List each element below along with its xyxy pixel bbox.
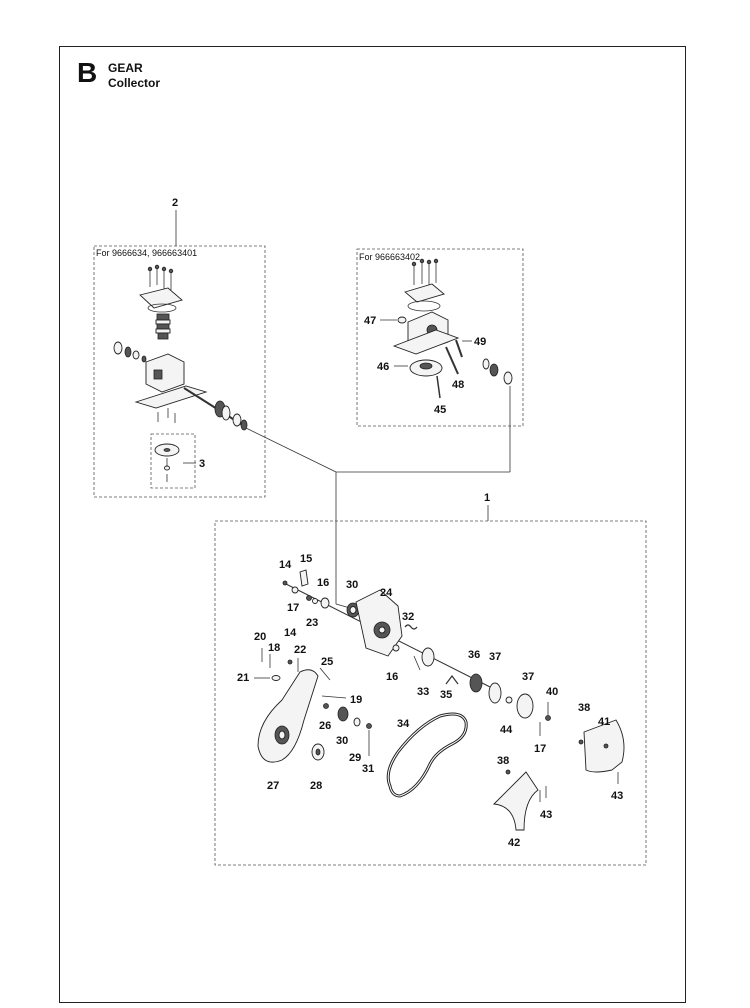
callout-16a: 16 (317, 577, 329, 589)
callout-14a: 14 (279, 559, 292, 571)
callout-17b: 17 (534, 743, 546, 755)
callout-25: 25 (321, 656, 333, 668)
callout-19: 19 (350, 694, 362, 706)
connector-lines (245, 386, 511, 609)
callout-20: 20 (254, 631, 266, 643)
group-1-box (214, 520, 647, 866)
section-title: GEAR (108, 61, 143, 75)
alt-group-box (356, 248, 524, 427)
group-2-note: For 9666634, 966663401 (96, 248, 197, 258)
callout-14b: 14 (284, 627, 297, 639)
group-2-box (93, 245, 266, 498)
callout-35: 35 (440, 689, 452, 701)
page-frame (59, 46, 686, 1003)
part-47-seal-icon (397, 316, 407, 324)
callout-15: 15 (300, 553, 312, 565)
part-27-tension-arm-icon (257, 669, 319, 763)
callout-30a: 30 (346, 579, 358, 591)
callout-48: 48 (452, 379, 464, 391)
part-36-gear-icon (469, 673, 483, 693)
group-3-label: 3 (199, 458, 205, 470)
part-30b-bearing-icon (337, 706, 349, 722)
alt-gear-assembly: For 966663402 47 49 46 48 45 (356, 248, 524, 427)
callout-33: 33 (417, 686, 429, 698)
callout-32: 32 (402, 611, 414, 623)
alt-cover-screws-icon (411, 258, 439, 286)
alt-mounting-plate-icon (392, 329, 460, 355)
gear-cover-icon (139, 287, 183, 309)
callout-27: 27 (267, 780, 279, 792)
alt-group-note: For 966663402 (359, 252, 420, 262)
callout-30b: 30 (336, 735, 348, 747)
callout-49: 49 (474, 336, 486, 348)
callout-22: 22 (294, 644, 306, 656)
callout-41: 41 (598, 716, 610, 728)
group-2-label: 2 (172, 197, 178, 209)
part-37b-disk-icon (516, 693, 534, 719)
callout-24: 24 (380, 587, 393, 599)
callout-43b: 43 (540, 809, 552, 821)
part-42-belt-guard-icon (493, 771, 539, 831)
cover-screws-icon (147, 264, 174, 290)
callout-18: 18 (268, 642, 280, 654)
callout-42: 42 (508, 837, 520, 849)
callout-44: 44 (500, 724, 513, 736)
callout-36: 36 (468, 649, 480, 661)
callout-29: 29 (349, 752, 361, 764)
part-35-clip-icon (445, 675, 459, 685)
group-1-drive-assembly: 1 14 15 17 23 16 30 24 32 16 33 35 (214, 492, 647, 866)
callout-45: 45 (434, 404, 446, 416)
callout-38a: 38 (578, 702, 590, 714)
callout-40: 40 (546, 686, 558, 698)
section-subtitle: Collector (108, 76, 161, 90)
group-3-box (150, 433, 196, 489)
callout-43a: 43 (611, 790, 623, 802)
callout-23: 23 (306, 617, 318, 629)
mounting-plate-icon (134, 385, 208, 409)
output-gear-icon (214, 400, 248, 431)
callout-21: 21 (237, 672, 249, 684)
gear-housing-icon (145, 353, 185, 393)
left-bearings-icon (113, 341, 147, 363)
part-40-screw-icon (545, 715, 551, 721)
callout-37a: 37 (489, 651, 501, 663)
callout-17a: 17 (287, 602, 299, 614)
callout-28: 28 (310, 780, 322, 792)
callout-37b: 37 (522, 671, 534, 683)
callout-26: 26 (319, 720, 331, 732)
worm-gear-icon (155, 313, 171, 340)
part-32-spring-icon (404, 624, 418, 630)
section-letter: B (77, 57, 98, 88)
callout-31: 31 (362, 763, 374, 775)
callout-38b: 38 (497, 755, 509, 767)
alt-gear-cover-icon (404, 283, 445, 303)
part-14-screw-icon (282, 580, 288, 586)
callout-46: 46 (377, 361, 389, 373)
part-33-pulley-icon (421, 647, 435, 667)
callout-34: 34 (397, 718, 410, 730)
callout-16b: 16 (386, 671, 398, 683)
alt-right-bearings-icon (482, 358, 513, 385)
group-1-label: 1 (484, 492, 490, 504)
part-15-bracket-icon (299, 569, 309, 587)
group-2-gear-assembly: 2 For 9666634, 966663401 (93, 197, 266, 498)
callout-47: 47 (364, 315, 376, 327)
part-16-bushing-icon (320, 597, 330, 609)
part-37a-disk-icon (488, 682, 502, 704)
